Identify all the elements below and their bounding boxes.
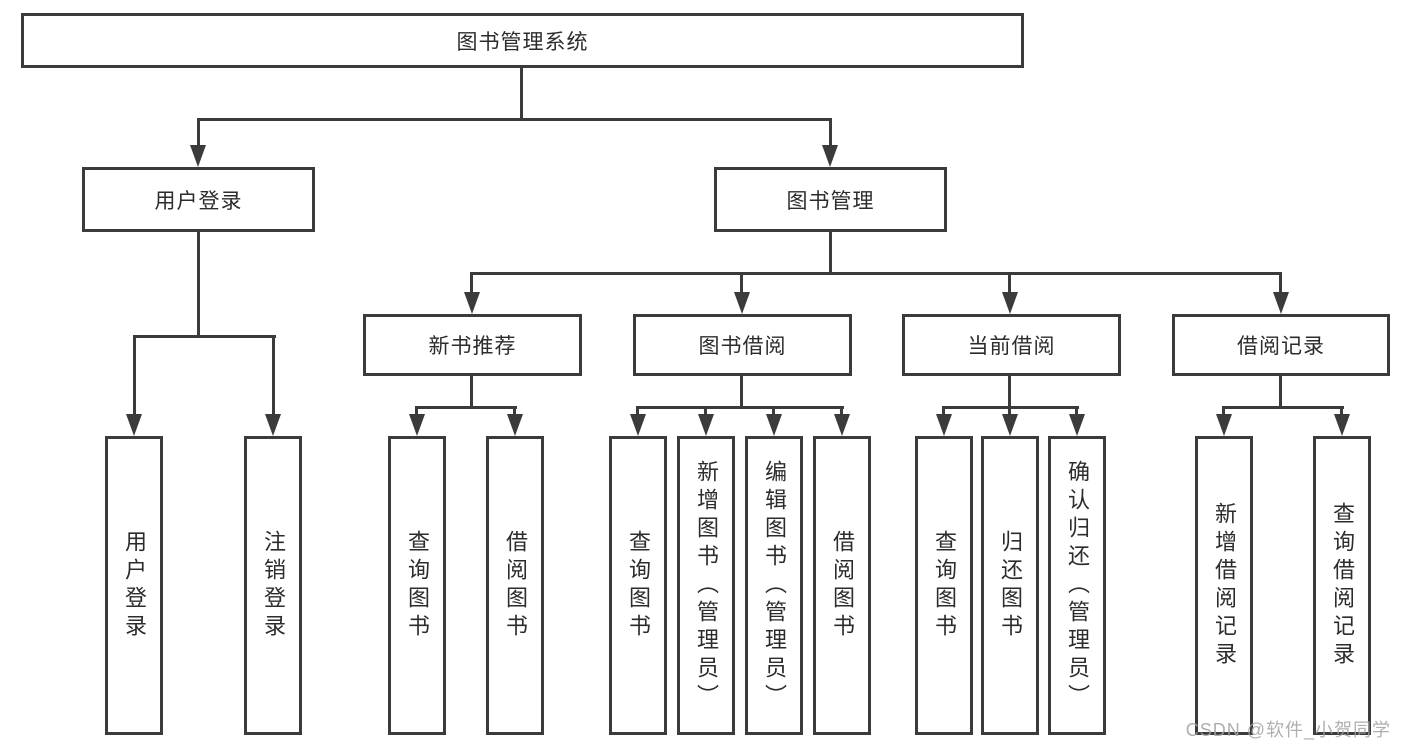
arrow-down-icon bbox=[1002, 414, 1018, 436]
connector-arrow-tail bbox=[1222, 406, 1225, 414]
leaf-query-books-recommend: 查询图书 bbox=[388, 436, 446, 735]
connector-arrow-tail bbox=[272, 335, 275, 414]
watermark-csdn: CSDN @软件_小贺同学 bbox=[1185, 720, 1391, 740]
leaf-confirm-return-admin: 确认归还（管理员） bbox=[1048, 436, 1106, 735]
arrow-down-icon bbox=[630, 414, 646, 436]
leaf-logout: 注销登录 bbox=[244, 436, 302, 735]
leaf-query-books-current: 查询图书 bbox=[915, 436, 973, 735]
arrow-down-icon bbox=[936, 414, 952, 436]
connector-arrow-tail bbox=[133, 335, 136, 414]
connector-current-borrow-stem bbox=[1008, 376, 1011, 406]
connector-arrow-tail bbox=[1279, 272, 1282, 292]
connector-arrow-tail bbox=[415, 406, 418, 414]
node-book-borrowing: 图书借阅 bbox=[633, 314, 852, 376]
node-current-borrowing: 当前借阅 bbox=[902, 314, 1121, 376]
arrow-down-icon bbox=[507, 414, 523, 436]
leaf-label: 查询图书 bbox=[405, 529, 430, 642]
arrow-down-icon bbox=[1069, 414, 1085, 436]
arrow-down-icon bbox=[822, 145, 838, 167]
leaf-label: 借阅图书 bbox=[830, 529, 855, 642]
connector-root-stem bbox=[520, 68, 523, 118]
leaf-add-borrow-record: 新增借阅记录 bbox=[1195, 436, 1253, 735]
leaf-borrow-books-recommend: 借阅图书 bbox=[486, 436, 544, 735]
connector-level3-branch bbox=[470, 272, 1282, 275]
connector-arrow-tail bbox=[840, 406, 843, 414]
leaf-label: 查询图书 bbox=[932, 529, 957, 642]
arrow-down-icon bbox=[464, 292, 480, 314]
connector-arrow-tail bbox=[1340, 406, 1343, 414]
leaf-label: 查询借阅记录 bbox=[1330, 501, 1355, 670]
connector-arrow-tail bbox=[829, 118, 832, 145]
connector-book-borrow-branch bbox=[636, 406, 844, 409]
connector-user-login-stem bbox=[197, 232, 200, 335]
node-label: 新书推荐 bbox=[428, 335, 517, 358]
leaf-label: 编辑图书（管理员） bbox=[762, 459, 787, 712]
connector-arrow-tail bbox=[942, 406, 945, 414]
node-label: 借阅记录 bbox=[1237, 335, 1325, 358]
connector-arrow-tail bbox=[513, 406, 516, 414]
leaf-label: 用户登录 bbox=[122, 529, 147, 642]
node-label: 图书管理系统 bbox=[456, 30, 589, 54]
connector-arrow-tail bbox=[772, 406, 775, 414]
arrow-down-icon bbox=[1002, 292, 1018, 314]
arrow-down-icon bbox=[766, 414, 782, 436]
arrow-down-icon bbox=[126, 414, 142, 436]
connector-borrow-records-branch bbox=[1222, 406, 1344, 409]
node-label: 用户登录 bbox=[154, 189, 243, 213]
leaf-label: 新增图书（管理员） bbox=[694, 459, 719, 712]
connector-arrow-tail bbox=[636, 406, 639, 414]
arrow-down-icon bbox=[409, 414, 425, 436]
node-label: 当前借阅 bbox=[967, 335, 1056, 358]
connector-book-borrow-stem bbox=[740, 376, 743, 406]
node-label: 图书借阅 bbox=[698, 335, 787, 358]
connector-arrow-tail bbox=[1008, 406, 1011, 414]
leaf-label: 归还图书 bbox=[998, 529, 1023, 642]
connector-level2-branch bbox=[197, 118, 832, 121]
leaf-label: 确认归还（管理员） bbox=[1065, 459, 1090, 712]
node-borrowing-records: 借阅记录 bbox=[1172, 314, 1390, 376]
connector-arrow-tail bbox=[470, 272, 473, 292]
arrow-down-icon bbox=[265, 414, 281, 436]
connector-new-book-branch bbox=[415, 406, 517, 409]
node-library-system: 图书管理系统 bbox=[21, 13, 1024, 68]
leaf-label: 注销登录 bbox=[261, 529, 286, 642]
leaf-edit-book-admin: 编辑图书（管理员） bbox=[745, 436, 803, 735]
arrow-down-icon bbox=[1216, 414, 1232, 436]
connector-arrow-tail bbox=[1008, 272, 1011, 292]
node-user-login: 用户登录 bbox=[82, 167, 315, 232]
connector-user-login-branch bbox=[133, 335, 276, 338]
leaf-label: 借阅图书 bbox=[503, 529, 528, 642]
connector-arrow-tail bbox=[197, 118, 200, 145]
connector-new-book-stem bbox=[470, 376, 473, 406]
arrow-down-icon bbox=[1273, 292, 1289, 314]
arrow-down-icon bbox=[1334, 414, 1350, 436]
arrow-down-icon bbox=[190, 145, 206, 167]
node-new-book-recommendation: 新书推荐 bbox=[363, 314, 582, 376]
leaf-query-borrow-record: 查询借阅记录 bbox=[1313, 436, 1371, 735]
connector-arrow-tail bbox=[740, 272, 743, 292]
leaf-label: 新增借阅记录 bbox=[1212, 501, 1237, 670]
leaf-borrow-books: 借阅图书 bbox=[813, 436, 871, 735]
leaf-query-books-borrow: 查询图书 bbox=[609, 436, 667, 735]
arrow-down-icon bbox=[698, 414, 714, 436]
leaf-add-book-admin: 新增图书（管理员） bbox=[677, 436, 735, 735]
connector-borrow-records-stem bbox=[1279, 376, 1282, 406]
leaf-return-books: 归还图书 bbox=[981, 436, 1039, 735]
connector-book-management-stem bbox=[829, 232, 832, 272]
leaf-label: 查询图书 bbox=[626, 529, 651, 642]
connector-arrow-tail bbox=[704, 406, 707, 414]
leaf-user-login: 用户登录 bbox=[105, 436, 163, 735]
arrow-down-icon bbox=[834, 414, 850, 436]
node-book-management: 图书管理 bbox=[714, 167, 947, 232]
connector-arrow-tail bbox=[1075, 406, 1078, 414]
arrow-down-icon bbox=[734, 292, 750, 314]
node-label: 图书管理 bbox=[786, 189, 875, 213]
